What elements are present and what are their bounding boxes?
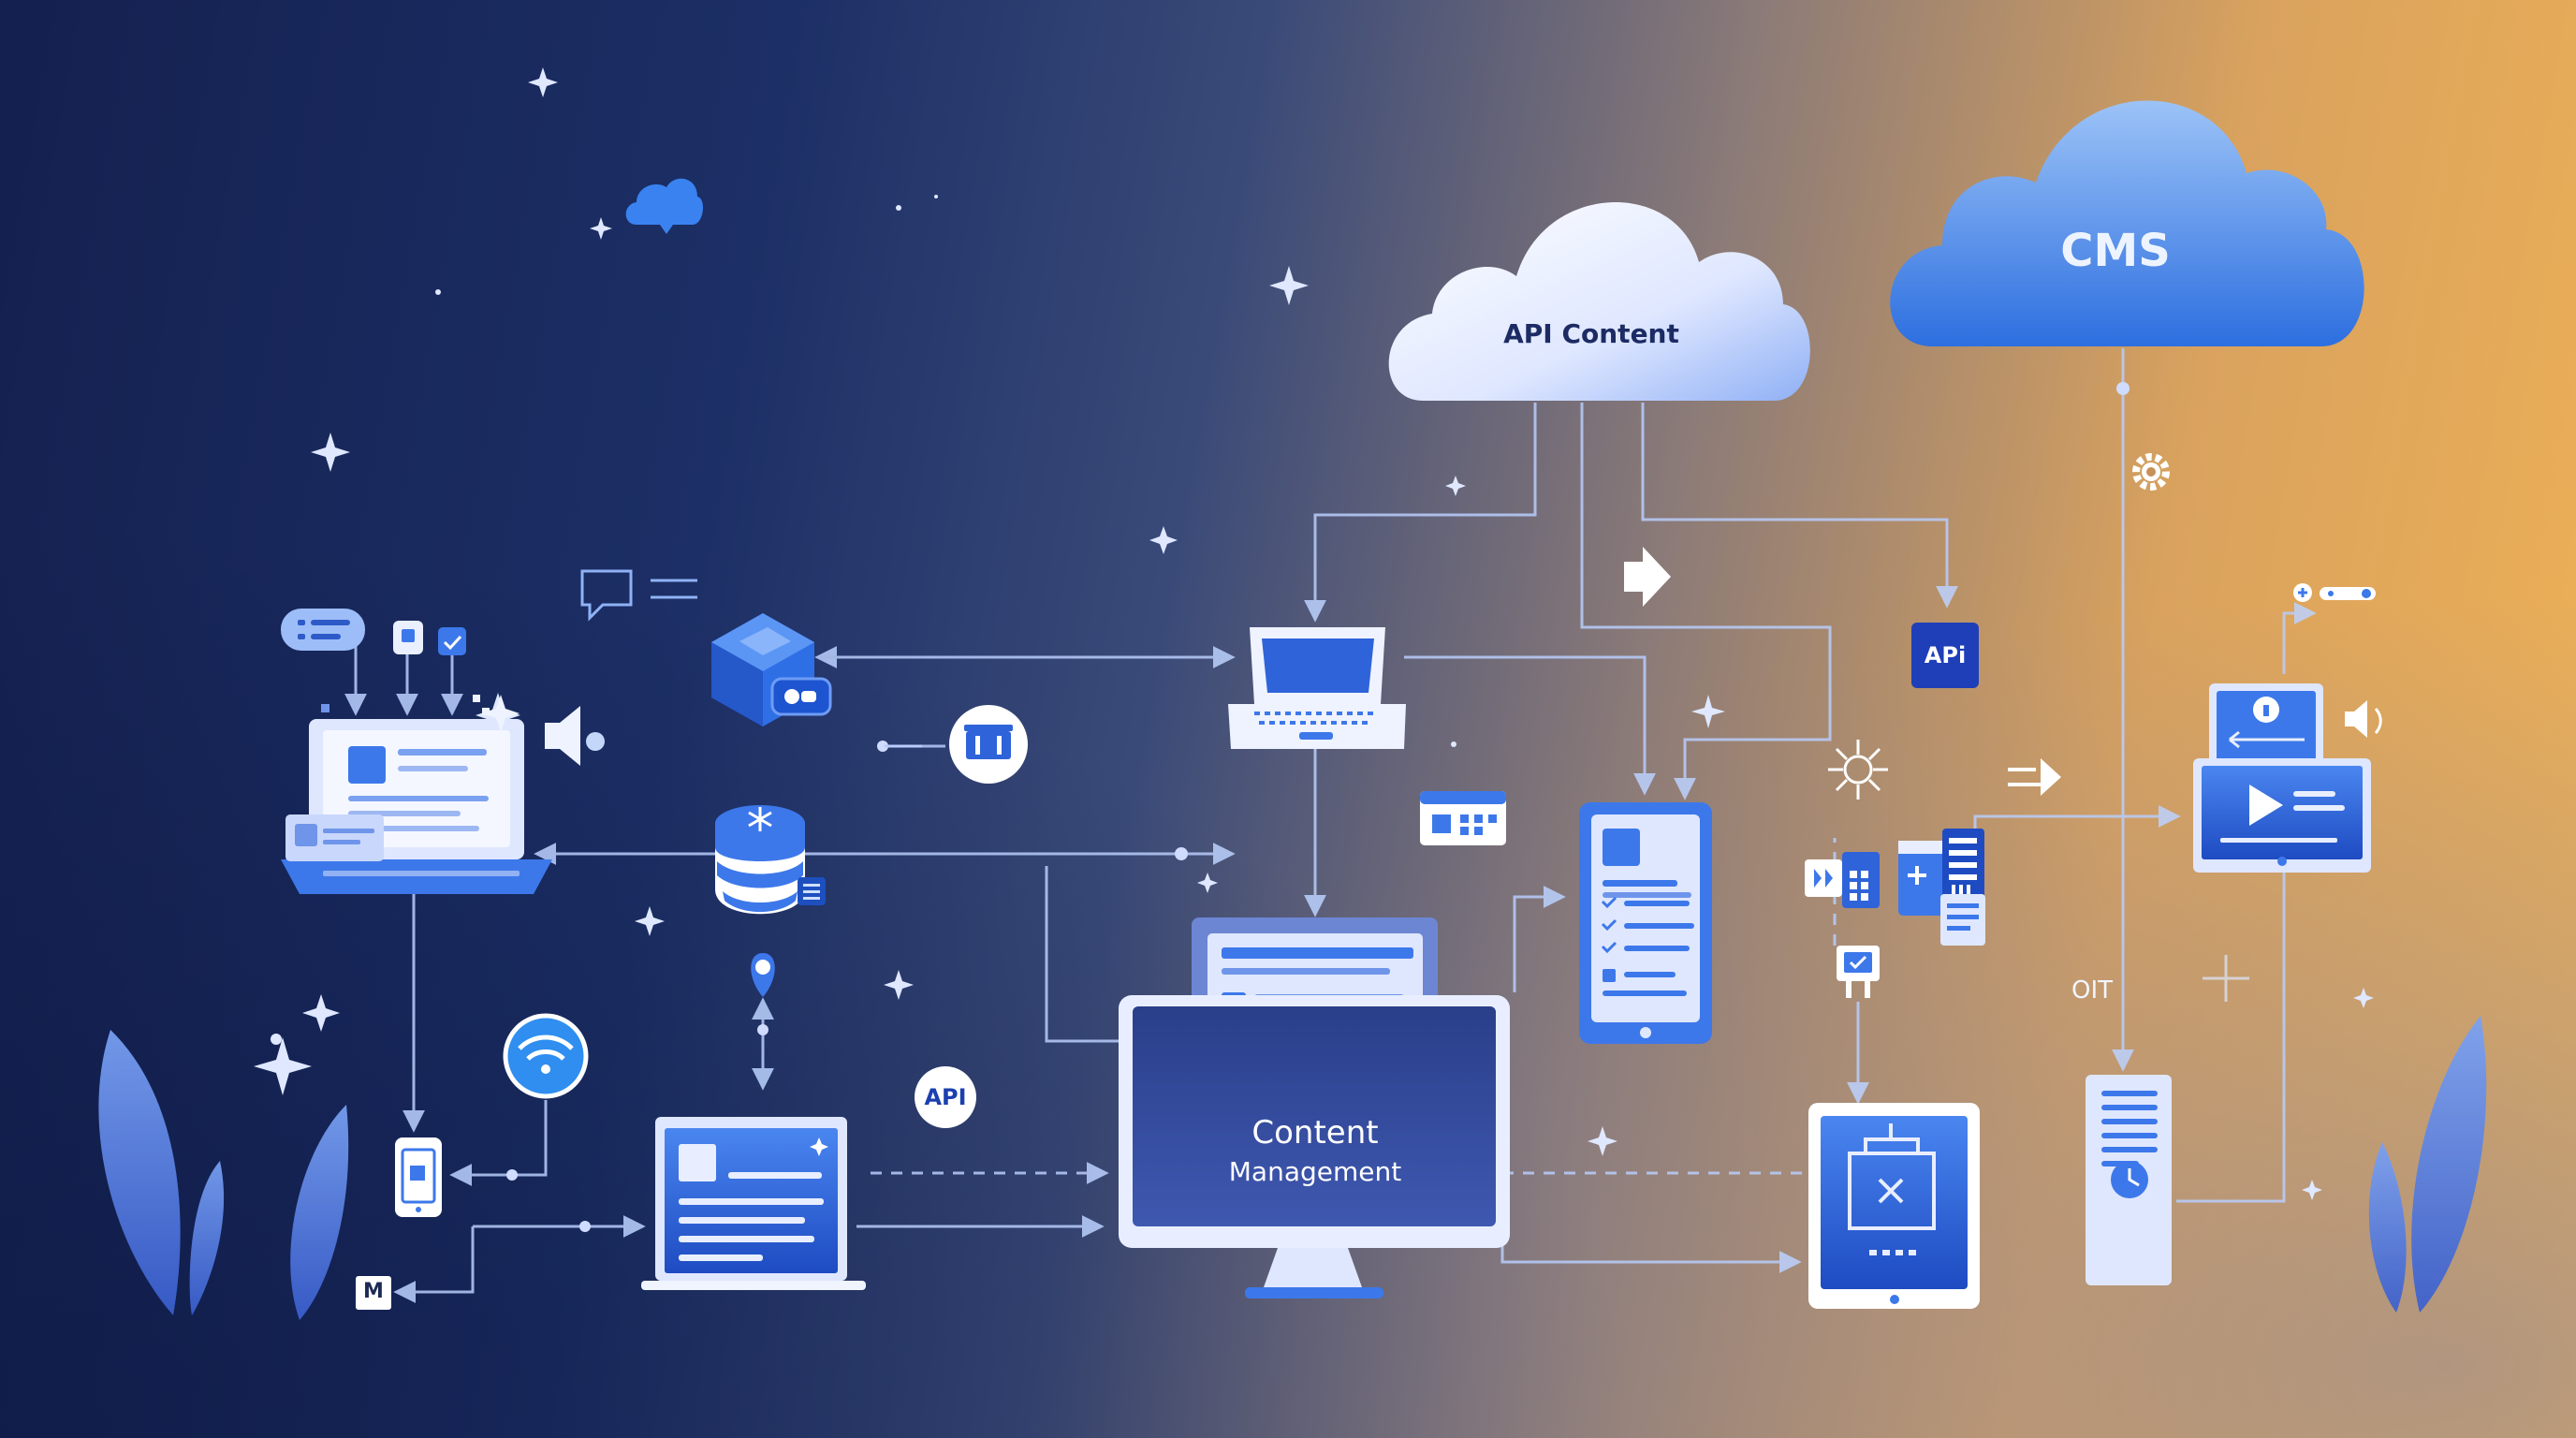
cube-icon[interactable]	[711, 613, 832, 726]
media-controls-icon	[2293, 583, 2376, 602]
top-laptop[interactable]	[1228, 627, 1406, 749]
api-badge-round[interactable]	[915, 1066, 976, 1128]
speaker-icon	[545, 706, 605, 766]
phone-right[interactable]	[1579, 802, 1712, 1044]
api-badge-dark[interactable]	[1911, 623, 1979, 688]
sparkle-icon	[302, 994, 340, 1032]
cloud-icon	[625, 178, 704, 225]
phone-icon[interactable]	[395, 1137, 442, 1217]
gear-icon[interactable]	[2132, 453, 2170, 491]
api-content-cloud-label: API Content	[1503, 318, 1679, 349]
sparkle-cluster-icon	[321, 695, 520, 732]
wifi-icon[interactable]	[503, 1013, 589, 1099]
left-laptop[interactable]	[281, 719, 552, 894]
archive-icon[interactable]	[949, 705, 1028, 784]
check-icon	[438, 627, 466, 655]
monitor-title: Content	[1251, 1114, 1379, 1152]
content-management-monitor[interactable]	[1119, 995, 1510, 1299]
leaf-icon-right	[2368, 1016, 2487, 1313]
cloud-icon	[1388, 202, 1810, 401]
sparkle-icon	[2302, 1180, 2322, 1200]
sparkle-icon	[2353, 988, 2374, 1008]
sparkle-icon	[1588, 1126, 1617, 1156]
chat-bubble-icon	[281, 609, 365, 651]
sparkle-icon	[1445, 476, 1466, 496]
api-badge-dark-label: APi	[1924, 642, 1967, 668]
oit-label: OIT	[2071, 976, 2113, 1005]
calendar-icon[interactable]	[1420, 791, 1506, 845]
location-pin-icon	[751, 953, 775, 997]
forward-arrow-icon	[2008, 758, 2061, 796]
network-node-icon	[1828, 740, 1888, 800]
connector-lines	[344, 348, 2317, 1303]
comment-icon	[580, 569, 697, 622]
sparkle-icon	[884, 970, 914, 1000]
small-laptop[interactable]	[641, 1117, 866, 1290]
api-badge-round-label: API	[924, 1084, 967, 1110]
cloud-icon	[1890, 100, 2364, 346]
sparkle-icon	[635, 906, 665, 936]
server-icon[interactable]	[2086, 1075, 2172, 1285]
check-tag-icon	[1837, 946, 1880, 998]
sparkle-icons	[254, 67, 2374, 1200]
sparkle-icon	[254, 1037, 312, 1095]
api-content-cloud[interactable]	[1388, 202, 1810, 401]
m-badge[interactable]	[356, 1276, 391, 1310]
sparkle-icon	[528, 67, 558, 97]
sparkle-icon	[311, 433, 350, 472]
plug-icon	[393, 621, 423, 654]
small-cloud	[625, 178, 704, 234]
leaf-icon-left	[98, 1030, 349, 1320]
sparkle-icon	[1691, 695, 1725, 728]
plus-marks	[2203, 955, 2249, 1002]
cms-cloud-label: CMS	[2060, 225, 2171, 277]
video-tablet[interactable]	[2193, 683, 2371, 873]
tablet-icon[interactable]	[1808, 1103, 1980, 1309]
database-icon[interactable]	[715, 805, 826, 915]
sparkle-icon	[1149, 526, 1178, 554]
sparkle-icon	[1197, 873, 1218, 893]
arrow-right-icon	[1624, 547, 1671, 607]
file-stack-icon[interactable]	[1805, 829, 1985, 946]
m-badge-label: M	[363, 1280, 384, 1303]
connector-dots	[506, 382, 2130, 1232]
monitor-subtitle: Management	[1228, 1156, 1402, 1187]
sparkle-icon	[1269, 266, 1309, 305]
cms-cloud[interactable]	[1890, 100, 2364, 346]
video-speaker-icon	[2345, 700, 2382, 738]
